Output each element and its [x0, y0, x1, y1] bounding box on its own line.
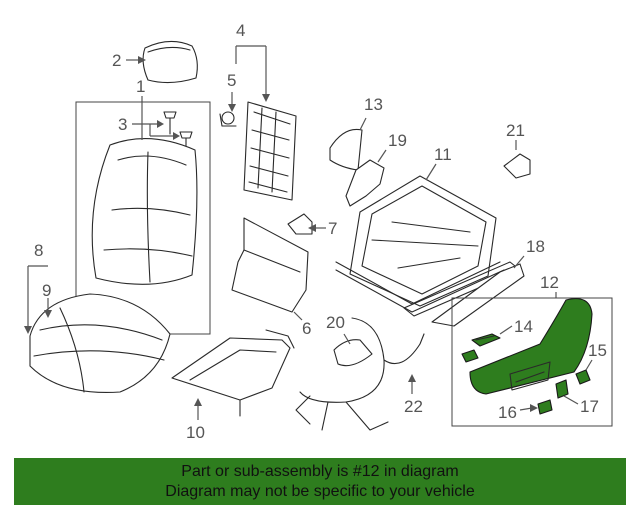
- svg-text:11: 11: [434, 145, 452, 164]
- part-1-seat-back-cover[interactable]: [91, 138, 198, 285]
- part-21-bracket[interactable]: [503, 153, 531, 179]
- part-14-switch[interactable]: [471, 333, 501, 347]
- svg-text:13: 13: [364, 95, 383, 114]
- svg-text:8: 8: [34, 241, 43, 260]
- svg-text:1: 1: [136, 77, 145, 96]
- part-17-knob[interactable]: [555, 379, 569, 399]
- svg-text:20: 20: [326, 313, 345, 332]
- svg-text:18: 18: [526, 237, 545, 256]
- svg-text:15: 15: [588, 341, 607, 360]
- svg-text:6: 6: [302, 319, 311, 338]
- svg-text:2: 2: [112, 51, 121, 70]
- callout-8: 8: [24, 241, 48, 334]
- callout-10: 10: [186, 398, 205, 442]
- part-4-seat-back-frame[interactable]: [243, 101, 297, 201]
- callout-19: 19: [377, 131, 407, 163]
- svg-text:5: 5: [227, 71, 236, 90]
- svg-text:16: 16: [498, 403, 517, 422]
- part-10-cushion-pan[interactable]: [171, 329, 295, 417]
- part-extra-knob[interactable]: [461, 349, 479, 363]
- callout-5: 5: [227, 71, 236, 112]
- part-13-trim[interactable]: [329, 128, 363, 171]
- callout-6: 6: [293, 311, 311, 338]
- callout-3: 3: [118, 115, 180, 140]
- svg-text:22: 22: [404, 397, 423, 416]
- part-12-seat-side-trim[interactable]: [469, 298, 593, 395]
- part-info-banner: Part or sub-assembly is #12 in diagram D…: [14, 458, 626, 505]
- svg-text:21: 21: [506, 121, 525, 140]
- callout-4: 4: [235, 21, 270, 102]
- part-11-seat-frame[interactable]: [335, 175, 521, 317]
- callout-16: 16: [498, 403, 538, 422]
- callout-22: 22: [404, 374, 423, 416]
- part-22-wiring-harness[interactable]: [295, 317, 425, 431]
- svg-text:19: 19: [388, 131, 407, 150]
- parts-diagram: 2 1 3 4: [24, 21, 613, 442]
- svg-text:10: 10: [186, 423, 205, 442]
- part-15-knob[interactable]: [575, 369, 591, 385]
- svg-text:3: 3: [118, 115, 127, 134]
- part-9-seat-cushion-cover[interactable]: [29, 293, 171, 394]
- svg-text:4: 4: [236, 21, 245, 40]
- callout-13: 13: [359, 95, 383, 131]
- svg-text:7: 7: [328, 219, 337, 238]
- callout-17: 17: [563, 395, 599, 416]
- part-7-bracket[interactable]: [287, 213, 313, 235]
- part-2-headrest[interactable]: [142, 40, 198, 84]
- part-5-lock-component[interactable]: [219, 111, 237, 127]
- svg-text:17: 17: [580, 397, 599, 416]
- part-6-back-board[interactable]: [231, 217, 309, 313]
- part-16-knob[interactable]: [537, 399, 553, 415]
- svg-text:12: 12: [540, 273, 559, 292]
- callout-20: 20: [326, 313, 351, 345]
- callout-15: 15: [585, 341, 607, 371]
- callout-12: 12: [451, 273, 613, 427]
- banner-line-2: Diagram may not be specific to your vehi…: [165, 482, 475, 500]
- part-20-pad[interactable]: [333, 339, 373, 367]
- callout-21: 21: [506, 121, 525, 150]
- svg-text:9: 9: [42, 281, 51, 300]
- banner-line-1: Part or sub-assembly is #12 in diagram: [181, 462, 459, 480]
- callout-18: 18: [513, 237, 545, 269]
- callout-7: 7: [308, 219, 337, 238]
- callout-11: 11: [425, 145, 452, 181]
- part-18-side-trim[interactable]: [431, 263, 525, 327]
- callout-2: 2: [112, 51, 146, 70]
- callout-14: 14: [499, 317, 533, 336]
- svg-text:14: 14: [514, 317, 533, 336]
- callout-9: 9: [42, 281, 52, 318]
- part-19-bracket[interactable]: [345, 159, 385, 207]
